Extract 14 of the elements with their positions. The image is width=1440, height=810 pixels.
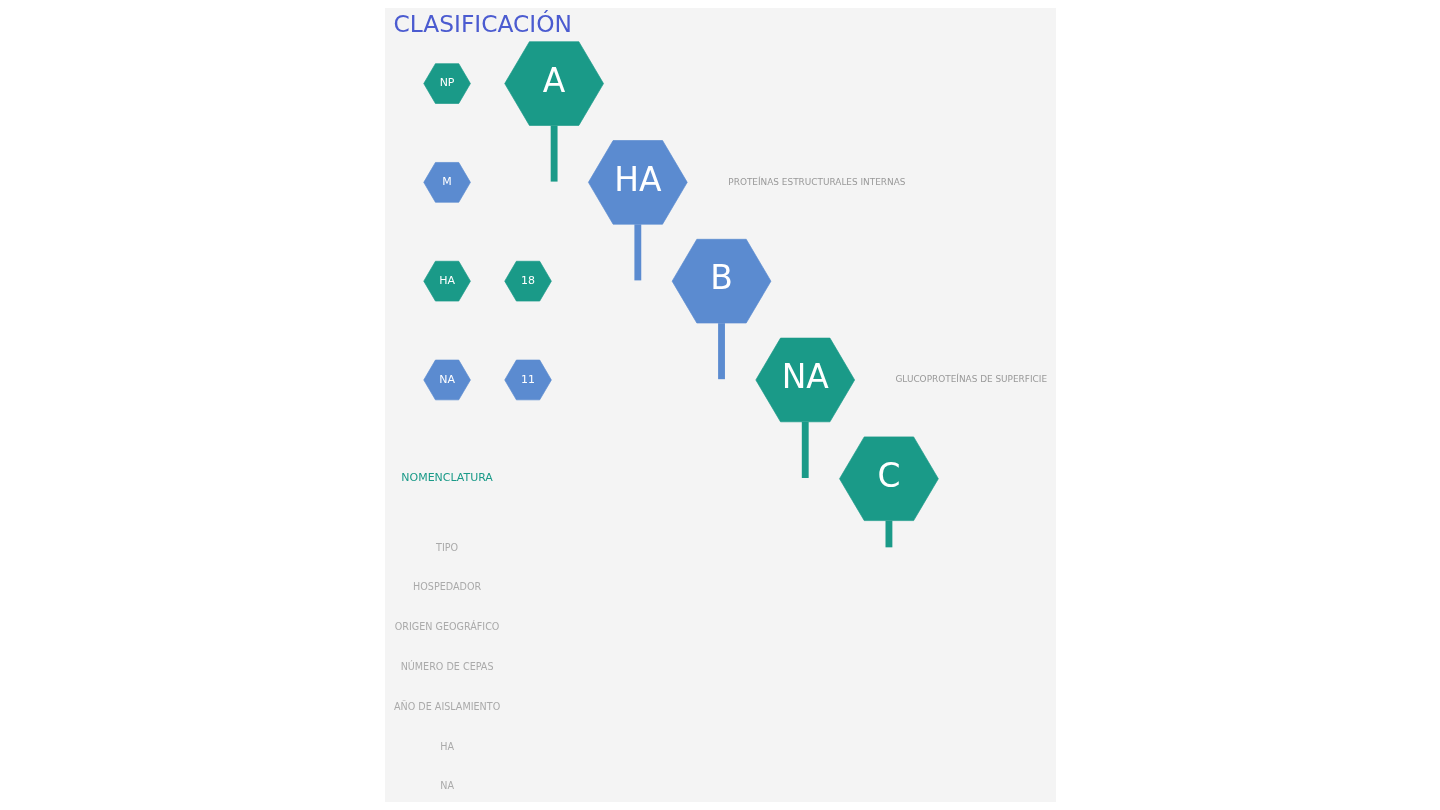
label: HOSPEDADOR xyxy=(412,581,481,593)
label: ORIGEN GEOGRÁFICO xyxy=(394,621,499,633)
connector xyxy=(885,520,892,548)
label: TIPO xyxy=(435,541,458,553)
label: PROTEÍNAS ESTRUCTURALES INTERNAS xyxy=(727,176,905,187)
label: NÚMERO DE CEPAS xyxy=(400,660,494,672)
label: NA xyxy=(439,780,454,792)
connector xyxy=(633,224,641,281)
label: GLUCOPROTEÍNAS DE SUPERFICIE xyxy=(894,374,1047,385)
connector xyxy=(717,323,725,380)
label: AÑO DE AISLAMIENTO xyxy=(393,700,500,712)
label: NOMENCLATURA xyxy=(400,471,493,485)
label: HA xyxy=(439,740,454,752)
diagram-title: CLASIFICACIÓN xyxy=(393,10,572,38)
